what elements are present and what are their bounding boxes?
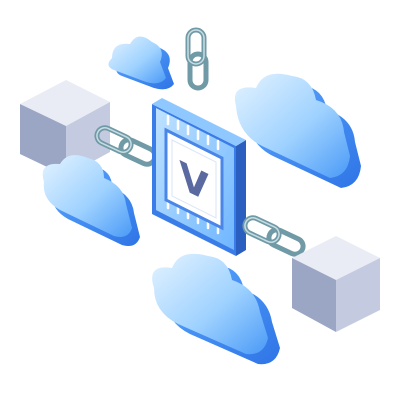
cloud-mid-left (42, 155, 140, 246)
server-cube-right (292, 236, 380, 332)
cloud-large-right (234, 73, 361, 188)
chain-link-right (242, 215, 306, 257)
chain-link-top (185, 27, 209, 91)
cloud-large-bottom (152, 253, 280, 365)
cloud-small-top (108, 36, 174, 90)
processor-chip (152, 98, 246, 256)
